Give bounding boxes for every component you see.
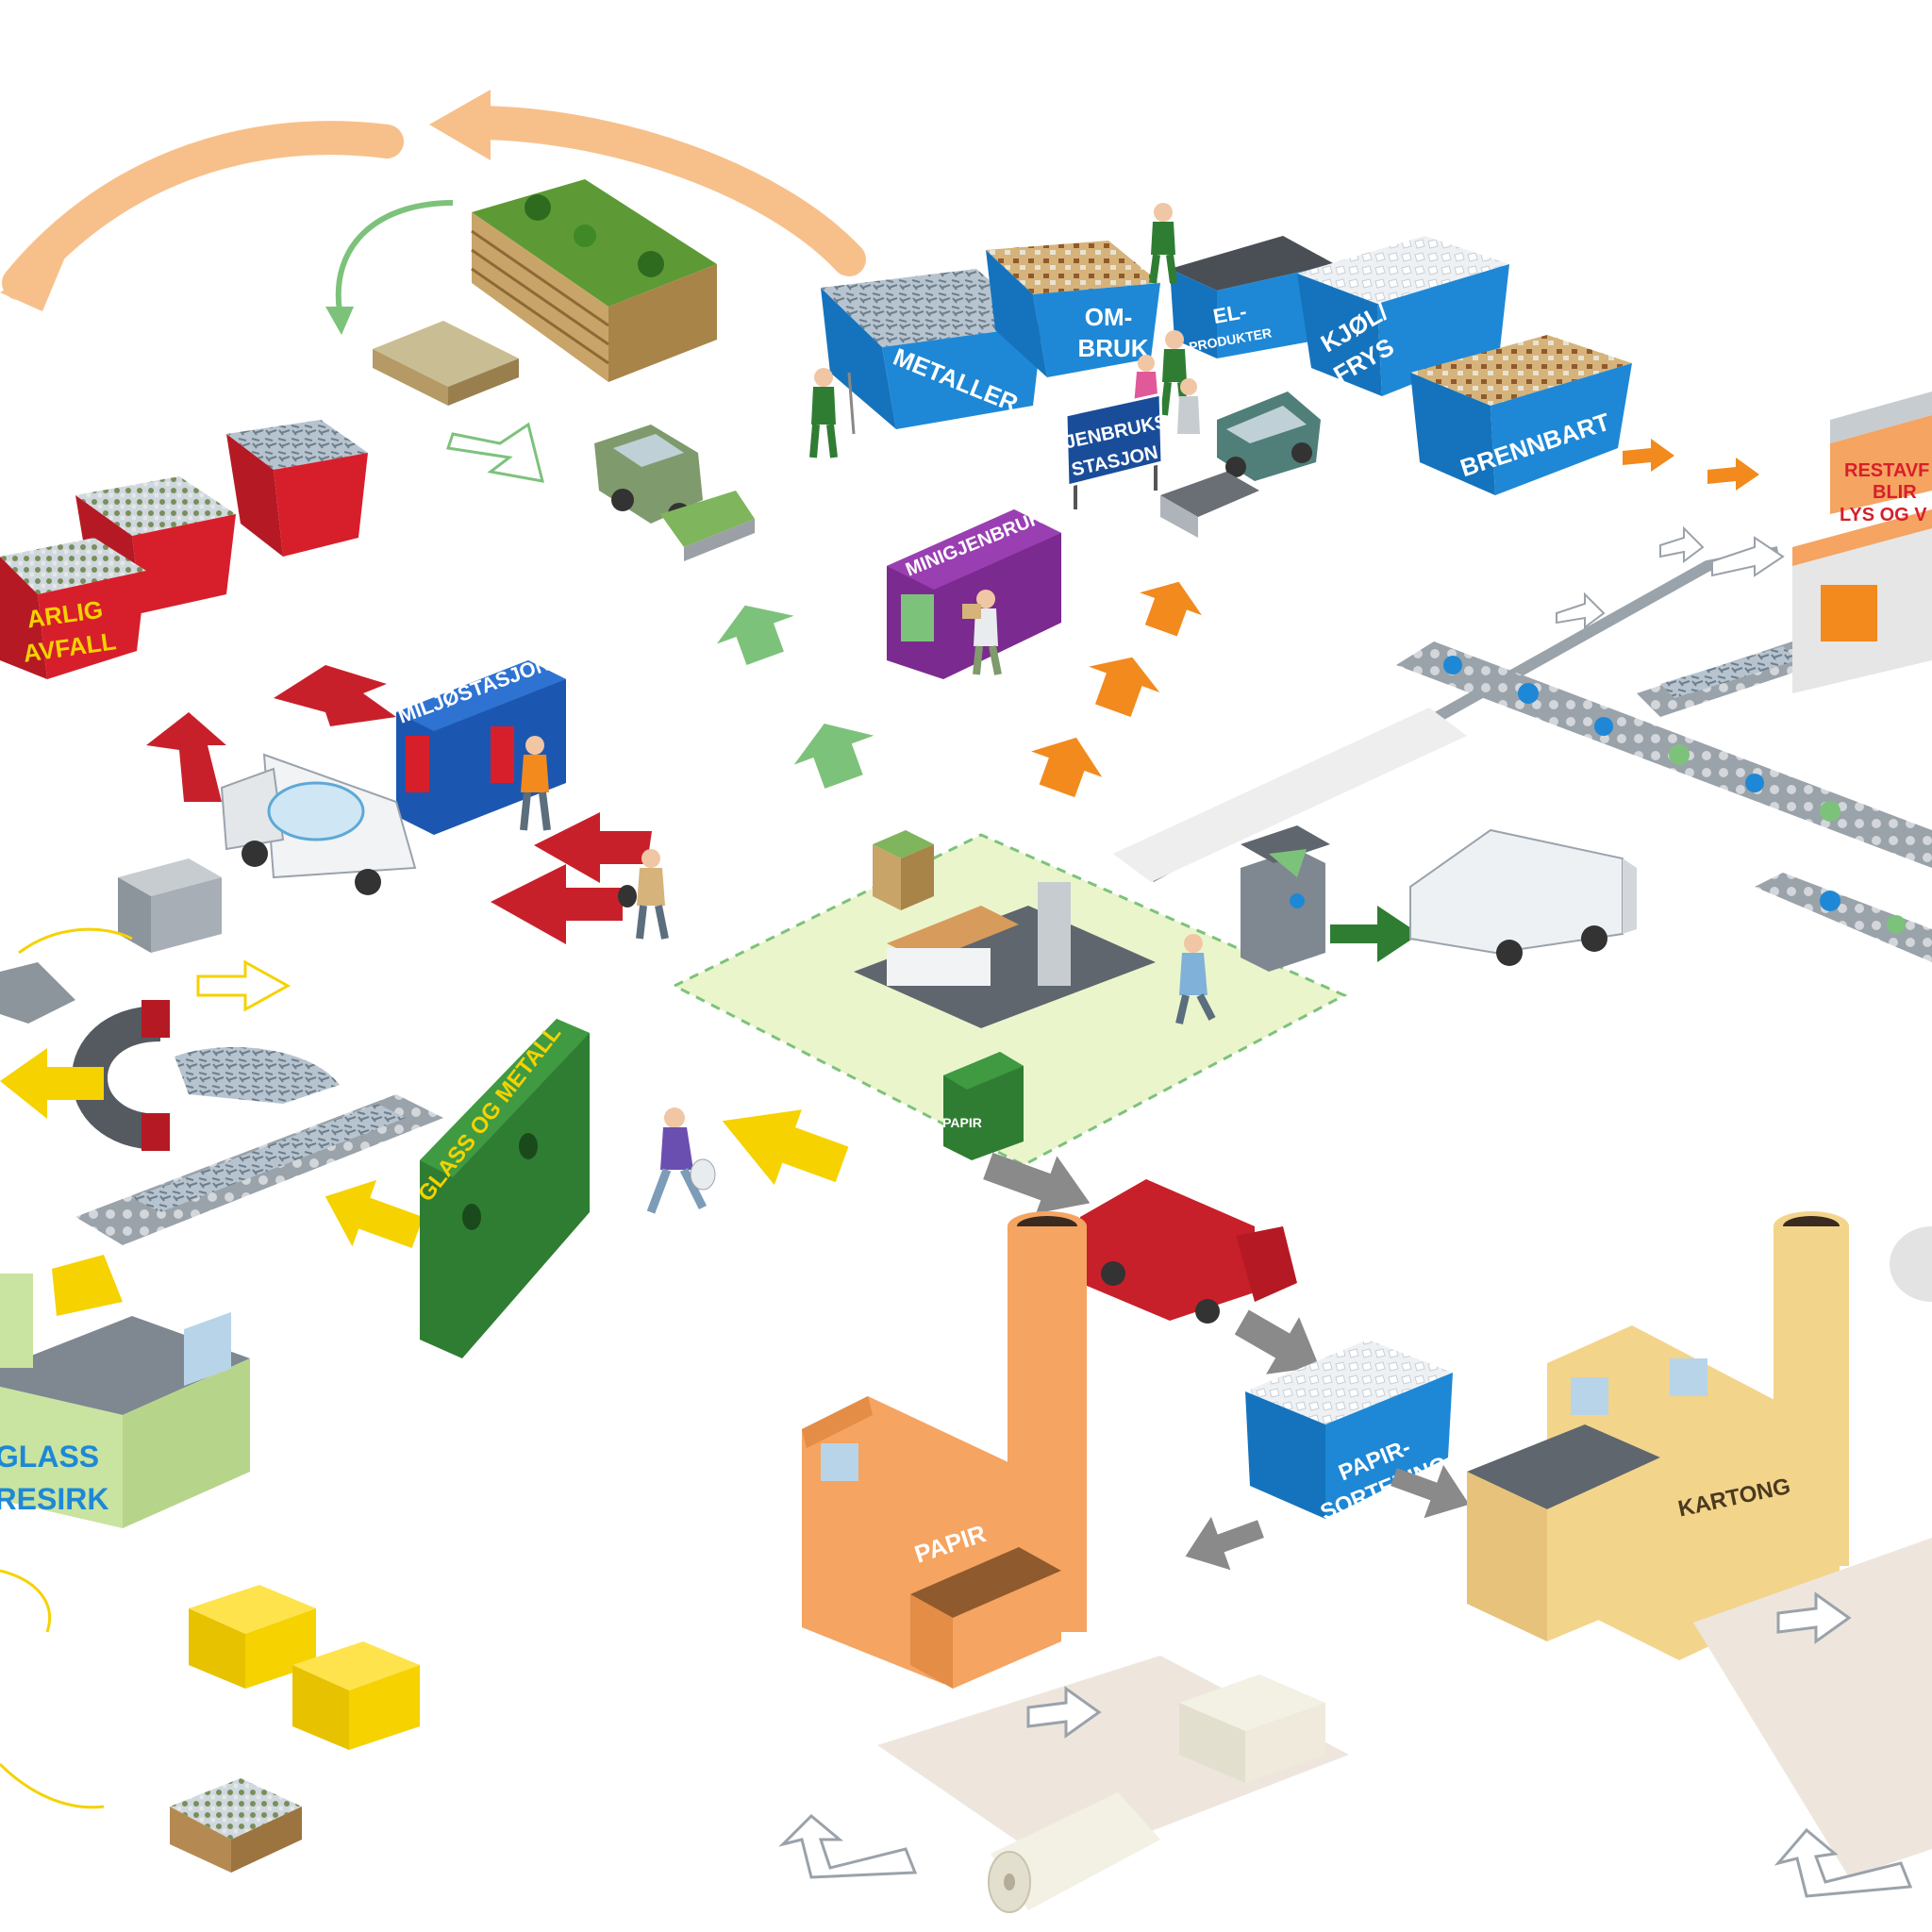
outline-arrow-pipe — [1711, 536, 1785, 577]
metal-pallet — [118, 858, 222, 953]
bin-ombruk: OM- BRUK — [986, 241, 1160, 377]
compost-crate — [873, 830, 934, 910]
orange-dash-1 — [1623, 439, 1674, 472]
yellow-arrow-home — [722, 1109, 849, 1186]
person-with-bag — [618, 849, 669, 940]
red-bin-hazard: ARLIG AVFALL — [0, 538, 146, 679]
orange-arrow-up-3 — [1031, 737, 1103, 798]
yellow-pallet-2 — [292, 1641, 420, 1750]
yellow-outline-arc-top — [18, 927, 133, 955]
white-truck — [220, 753, 417, 895]
outline-arrow-plant-left — [1556, 591, 1606, 629]
cycle-arrow-right — [429, 90, 866, 276]
bin-metaller: METALLER — [821, 269, 1042, 429]
soil-bags-pallet — [373, 321, 519, 406]
outline-loop-arrow-kartong — [1774, 1827, 1913, 1898]
orange-arrow-up-2 — [1089, 657, 1160, 718]
paper-stack-pallet — [1179, 1674, 1325, 1783]
outline-arrow-compost — [446, 422, 545, 483]
restavfall-label-line1: RESTAVF — [1844, 460, 1929, 481]
person-at-miljostasjon — [520, 736, 551, 831]
sorting-conveyor-upper — [1396, 641, 1932, 868]
scrap-pile — [175, 1047, 340, 1104]
outline-arrow-papir-yard — [1026, 1686, 1102, 1739]
restavfall-plant: RESTAVF BLIR LYS OG V — [1792, 391, 1932, 693]
sorting-conveyor-lower — [1755, 873, 1932, 962]
bin-kjol-frys: KJØL/ FRYS — [1297, 236, 1509, 396]
orange-dash-2 — [1707, 458, 1759, 491]
paper-roll — [988, 1792, 1160, 1913]
red-arrow-up-1 — [274, 665, 396, 726]
miljostasjon-cabinet: MILJØSTASJON — [395, 651, 566, 835]
outline-arrow-metal — [196, 959, 291, 1012]
grate — [0, 962, 75, 1024]
glass-metal-container: GLASS OG METALL — [413, 1019, 590, 1358]
person-at-minigjenbruk — [962, 590, 1002, 675]
compost-bed — [471, 179, 717, 382]
gray-arrow-to-sorting — [1234, 1309, 1320, 1374]
shredded-waste-conveyor — [1637, 641, 1816, 717]
kartong-yard — [1693, 1538, 1932, 1877]
gray-arrow-to-truck — [983, 1152, 1091, 1214]
papir-bin-label: PAPIR — [942, 1115, 982, 1130]
red-paper-truck — [1080, 1179, 1297, 1324]
minigjenbruk-cabinet: MINIGJENBRUK — [887, 507, 1061, 679]
orange-arrow-up-1 — [1140, 581, 1202, 637]
residual-waste-bin — [1241, 825, 1330, 972]
person-in-home — [1175, 934, 1216, 1024]
glass-factory: GLASS RESIRK — [0, 1274, 250, 1528]
cycle-arrow-left — [0, 121, 404, 311]
red-arrow-up-2 — [146, 712, 226, 802]
red-bin-1 — [226, 420, 368, 557]
kartong-factory: KARTONG — [1467, 1211, 1849, 1660]
car-with-electronics-trailer — [1160, 391, 1321, 538]
yellow-outline-arc-left — [0, 1569, 52, 1633]
pipe-channel — [1113, 708, 1467, 882]
gjenbruksstasjon-sign: GJENBRUKS- STASJON — [1049, 392, 1175, 509]
yellow-arrow-to-conveyor — [325, 1179, 424, 1249]
bin-brennbart: BRENNBART — [1410, 335, 1632, 495]
red-arrow-left-2 — [491, 864, 623, 944]
glass-factory-label-line1: GLASS — [0, 1440, 99, 1474]
worker-1 — [809, 368, 856, 458]
car-with-trailer — [594, 425, 755, 561]
green-loop-arrow — [325, 200, 454, 335]
glass-factory-label-line2: RESIRK — [0, 1482, 108, 1516]
glass-shards — [52, 1255, 123, 1316]
green-paper-bin: PAPIR — [942, 1052, 1024, 1160]
papir-factory: PAPIR — [802, 1211, 1087, 1689]
yellow-outline-arc-bottom — [0, 1762, 105, 1809]
outline-arrow-plant-down — [1659, 525, 1705, 563]
green-arrow-up-1 — [716, 605, 794, 666]
worker-2 — [1149, 203, 1177, 284]
outline-loop-arrow-papir — [778, 1813, 918, 1879]
restavfall-label-line2: BLIR — [1873, 482, 1917, 503]
gray-disc-right — [1890, 1226, 1932, 1302]
el-label-line1: EL- — [1211, 299, 1248, 328]
outline-arrow-kartong-yard — [1776, 1591, 1852, 1644]
restavfall-label-line3: LYS OG V — [1840, 505, 1927, 525]
red-arrow-left-1 — [534, 812, 652, 883]
ombruk-label-line2: BRUK — [1077, 334, 1148, 362]
gray-arrow-to-kartong — [1391, 1464, 1470, 1519]
glass-bottle-pallet — [170, 1778, 302, 1873]
glass-conveyor — [75, 1094, 443, 1245]
visitor-gray — [1177, 378, 1200, 434]
green-arrow-to-garbage-truck — [1330, 906, 1420, 962]
green-arrow-up-2 — [793, 723, 874, 789]
gray-arrow-to-papir — [1185, 1516, 1264, 1571]
garbage-truck — [1409, 828, 1637, 966]
ombruk-label-line1: OM- — [1085, 303, 1133, 331]
yellow-arrow-magnet — [0, 1048, 104, 1119]
person-with-bottle — [646, 1108, 716, 1214]
